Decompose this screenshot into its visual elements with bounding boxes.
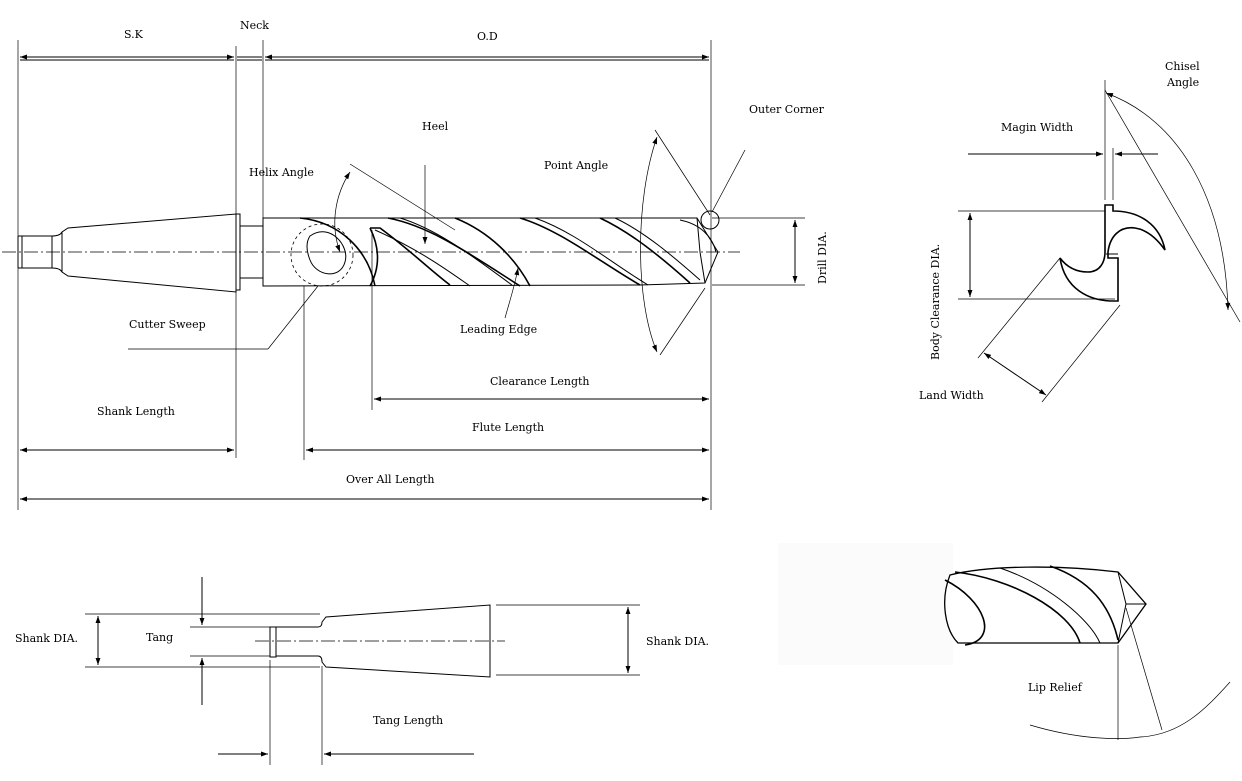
heel-label: Heel <box>422 120 449 133</box>
over-all-length-label: Over All Length <box>346 473 434 486</box>
outer-corner-label: Outer Corner <box>749 103 825 116</box>
tang-label: Tang <box>146 631 173 644</box>
od-label: O.D <box>477 30 498 43</box>
cutter-sweep-label: Cutter Sweep <box>129 318 206 331</box>
helix-angle-label: Helix Angle <box>249 166 314 179</box>
margin-width-label: Magin Width <box>1001 121 1073 134</box>
shank-length-label: Shank Length <box>97 405 175 418</box>
leading-edge-label: Leading Edge <box>460 323 537 336</box>
chisel-angle-label-line1: Chisel <box>1165 60 1200 73</box>
lip-relief-view <box>778 543 1231 740</box>
land-width-label: Land Width <box>919 389 984 402</box>
top-dimensions <box>17 40 712 510</box>
outer-corner-circle <box>700 210 720 230</box>
flute-length-label: Flute Length <box>472 421 544 434</box>
neck-label: Neck <box>240 19 269 32</box>
clearance-length-label: Clearance Length <box>490 375 590 388</box>
sk-label: S.K <box>124 28 144 41</box>
main-drill-view: S.K Neck O.D <box>2 19 829 510</box>
shank-tang-detail <box>85 577 640 765</box>
shank-dia-left-label: Shank DIA. <box>15 632 78 645</box>
body-clearance-dia-label: Body Clearance DIA. <box>929 244 942 360</box>
shank-body <box>17 213 264 293</box>
tang-length-label: Tang Length <box>373 714 443 727</box>
point-angle-label: Point Angle <box>544 159 608 172</box>
drill-dia-label: Drill DIA. <box>816 231 829 284</box>
lip-relief-label: Lip Relief <box>1028 681 1083 694</box>
chisel-angle-label-line2: Angle <box>1166 76 1199 89</box>
main-leaders <box>17 129 805 510</box>
shank-dia-right-label: Shank DIA. <box>646 635 709 648</box>
cutter-sweep-circle <box>290 223 354 287</box>
cross-section-view <box>958 80 1241 403</box>
